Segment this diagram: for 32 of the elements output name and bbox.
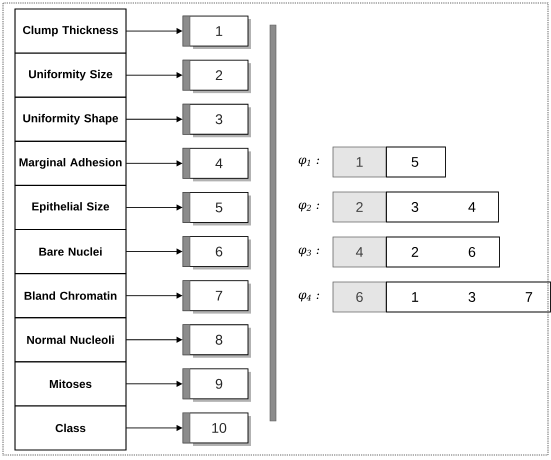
rule-body-cell: 3 4: [386, 192, 499, 222]
attribute-box: Class: [14, 405, 127, 451]
index-box: 3: [182, 104, 251, 138]
index-box: 5: [182, 192, 251, 226]
attribute-box: Bare Nuclei: [14, 228, 127, 274]
rule-head-cell: 1: [332, 146, 386, 178]
index-box: 4: [182, 148, 251, 182]
index-box: 6: [182, 236, 251, 270]
attribute-box: Normal Nucleoli: [14, 317, 127, 362]
index-box: 10: [182, 412, 251, 446]
index-box: 2: [182, 60, 251, 94]
rule-body-cell: 1 3 7: [386, 282, 551, 312]
index-box: 7: [182, 280, 251, 314]
rule-head-cell: 2: [332, 192, 386, 222]
attribute-box: Uniformity Size: [14, 52, 127, 98]
index-box: 9: [182, 368, 251, 402]
index-box: 1: [182, 16, 251, 50]
rule-body-cell: 5: [386, 146, 446, 178]
attribute-box: Clump Thickness: [14, 8, 127, 54]
attribute-box: Mitoses: [14, 361, 127, 406]
rule-label: φ$_{1}$ :: [298, 158, 320, 166]
rule-label: φ$_{4}$ :: [298, 292, 320, 302]
rule-head-cell: 6: [332, 282, 386, 312]
index-box: 8: [182, 324, 251, 358]
attribute-box: Uniformity Shape: [14, 96, 127, 142]
rule-label: φ$_{2}$ :: [298, 202, 320, 212]
rule-body-cell: 2 6: [386, 236, 500, 268]
rule-head-cell: 4: [332, 236, 386, 268]
attribute-box: Bland Chromatin: [14, 273, 127, 318]
rule-label: φ$_{3}$ :: [298, 248, 320, 256]
attribute-box: Marginal Adhesion: [14, 140, 127, 186]
attribute-box: Epithelial Size: [14, 184, 127, 230]
